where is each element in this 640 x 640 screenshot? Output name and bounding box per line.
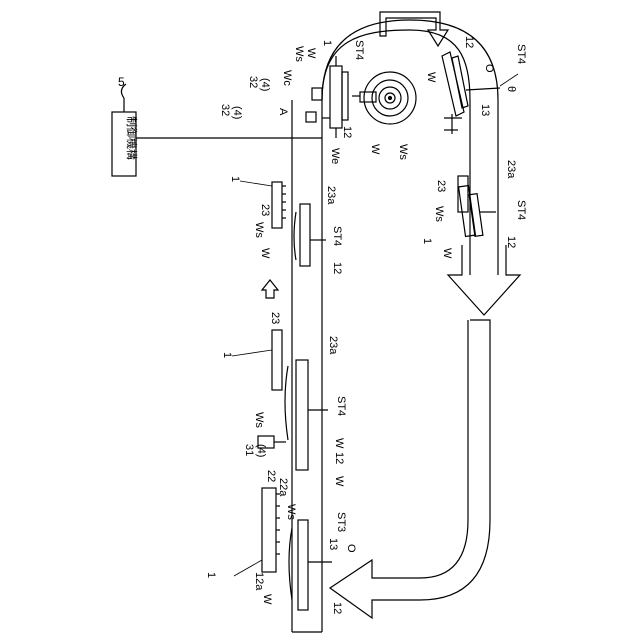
ref-4-c: (4) bbox=[255, 444, 267, 457]
ref-22: 22 bbox=[265, 470, 277, 482]
flow-arrow-down-icon bbox=[448, 245, 520, 315]
ref-23a-left-b: 23a bbox=[327, 336, 339, 355]
ref-o-right: O bbox=[483, 64, 495, 73]
ref-theta: θ bbox=[505, 86, 517, 92]
ref-w-right-bottom: W bbox=[441, 248, 453, 259]
st4-label-right-mid: ST4 bbox=[515, 200, 527, 220]
ref-31: 31 bbox=[243, 444, 255, 456]
ref-4-a: (4) bbox=[259, 78, 271, 91]
ref-w-left-b: W bbox=[333, 476, 345, 487]
ref-32-b: 32 bbox=[219, 104, 231, 116]
ref-wc: Wc bbox=[281, 70, 293, 86]
ref-12-right-top: 12 bbox=[463, 36, 475, 48]
ref-o-left: O bbox=[345, 544, 357, 553]
flow-arrow-uturn-icon bbox=[330, 320, 490, 618]
ref-ws-right: Ws bbox=[433, 206, 445, 222]
ref-ws-left-b: Ws bbox=[253, 412, 265, 428]
ref-ws-top: Ws bbox=[293, 46, 305, 62]
st4-label-top: ST4 bbox=[353, 40, 365, 60]
station-st4-right bbox=[442, 52, 500, 236]
ref-23-right: 23 bbox=[435, 180, 447, 192]
ref-1-left-b: 1 bbox=[221, 352, 233, 358]
stack-23-a bbox=[272, 182, 326, 266]
ref-w-left-a: W bbox=[259, 248, 271, 259]
ref-22a: 22a bbox=[277, 478, 289, 497]
ref-23a-right: 23a bbox=[505, 160, 517, 179]
ref-ws-left-a: Ws bbox=[253, 222, 265, 238]
ref-12-top: 12 bbox=[341, 126, 353, 138]
ref-1-right: 1 bbox=[421, 238, 433, 244]
ref-23a-left-a: 23a bbox=[325, 186, 337, 205]
ref-23-left-a: 23 bbox=[259, 204, 271, 216]
ref-12-right-bottom: 12 bbox=[505, 236, 517, 248]
st4-label-right-top: ST4 bbox=[515, 44, 527, 64]
ref-1-top: 1 bbox=[321, 40, 333, 46]
up-arrow-icon bbox=[262, 280, 278, 298]
ref-ws-spiral: Ws bbox=[397, 144, 409, 160]
ref-12a: 12a bbox=[253, 572, 265, 591]
ref-1-left-a: 1 bbox=[229, 176, 241, 182]
ref-we: We bbox=[329, 148, 341, 164]
ref-ws-left-c: Ws bbox=[285, 504, 297, 520]
stack-23-b bbox=[258, 330, 328, 470]
control-mechanism bbox=[112, 84, 322, 176]
ref-1-left-c: 1 bbox=[205, 572, 217, 578]
ref-23-left-b: 23 bbox=[269, 312, 281, 324]
st4-label-left-mid: ST4 bbox=[335, 396, 347, 416]
ref-12-left-c: 12 bbox=[331, 602, 343, 614]
ref-13-left: 13 bbox=[327, 538, 339, 550]
ref-4-b: (4) bbox=[231, 106, 243, 119]
ref-13-right: 13 bbox=[479, 104, 491, 116]
ref-w-spiral: W bbox=[369, 144, 381, 155]
st4-label-left-top: ST4 bbox=[331, 226, 343, 246]
control-mechanism-label: 制御機構 bbox=[125, 116, 139, 160]
ref-12-left-b: 12 bbox=[333, 452, 345, 464]
ref-w-top: W bbox=[305, 48, 317, 59]
st3-label: ST3 bbox=[335, 512, 347, 532]
ref-w-right-top: W bbox=[425, 72, 437, 83]
ref-32-a: 32 bbox=[247, 76, 259, 88]
ref-12-left-a: 12 bbox=[331, 262, 343, 274]
ref-12w-left-b: W bbox=[333, 438, 345, 449]
ref-w-left-c: W bbox=[261, 594, 273, 605]
flow-arrow-top-icon bbox=[380, 12, 448, 46]
ref-a: A bbox=[277, 108, 289, 116]
control-ref-label: 5 bbox=[118, 75, 125, 89]
